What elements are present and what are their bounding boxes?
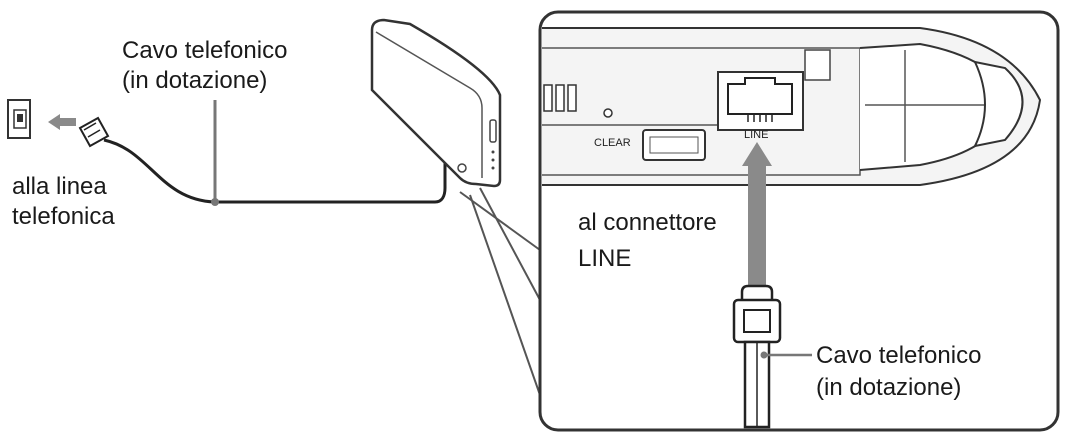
label-line-connector-2: LINE [578, 245, 632, 272]
label-phone-line-2: telefonica [12, 203, 115, 230]
callout-line-mid [479, 187, 541, 301]
cable-bottom-leader-dot [760, 351, 768, 359]
cable-top-leader-dot [211, 198, 219, 206]
label-cable-top-1: Cavo telefonico [122, 37, 288, 64]
label-cable-bottom-1: Cavo telefonico [816, 342, 982, 369]
label-cable-bottom-2: (in dotazione) [816, 374, 962, 401]
callout-line-bottom [469, 194, 541, 396]
label-line-connector-1: al connettore [578, 209, 717, 236]
label-cable-top-2: (in dotazione) [122, 67, 268, 94]
panel-label-line: LINE [744, 129, 768, 141]
insert-arrow-line [742, 142, 772, 290]
label-phone-line-1: alla linea [12, 173, 107, 200]
rj11-plug-large-icon [732, 284, 782, 429]
wall-jack-icon [7, 99, 31, 139]
rj11-plug-icon [78, 116, 110, 148]
base-station-icon [370, 18, 502, 188]
insert-arrow-wall [48, 114, 76, 130]
panel-label-clear: CLEAR [594, 137, 631, 149]
base-underside: CLEAR LINE [542, 27, 1042, 186]
phone-cable [103, 138, 447, 204]
